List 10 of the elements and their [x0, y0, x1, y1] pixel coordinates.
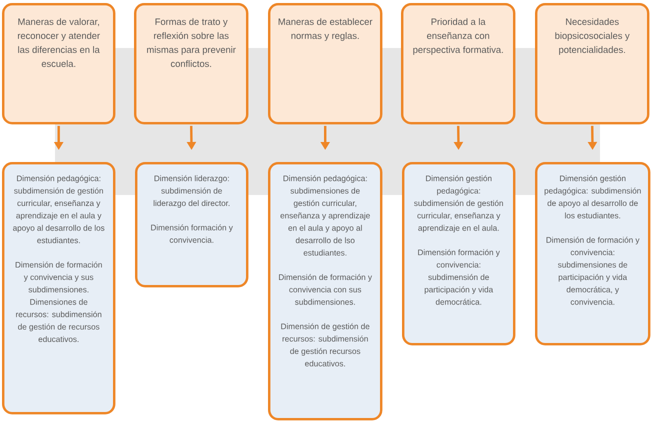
- dimension-box: Dimensión pedagógica: subdimensiones de gestión curricular, enseñanza y aprendizaje en el aula y apoyo al desarrollo de lso estudiantes. Dimensión de formación y convivencia con sus subdimensiones. Dimensión de gestión de recursos: subdimensión de gestión recursos educativos.: [268, 162, 382, 420]
- topic-box: Prioridad a la enseñanza con perspectiva formativa.: [401, 3, 516, 124]
- topic-box: Maneras de valorar, reconocer y atender las diferencias en la escuela.: [2, 3, 116, 124]
- topic-box: Formas de trato y reflexión sobre las mismas para prevenir conflictos.: [134, 3, 248, 124]
- dimension-box: Dimensión gestión pedagógica: subdimensión de gestión curricular, enseñanza y aprendizaje en el aula. Dimensión formación y convivencia: subdimensión de participación y vida democrática.: [402, 162, 516, 346]
- topic-box: Maneras de establecer normas y reglas.: [268, 3, 382, 124]
- dimension-box: Dimensión liderazgo: subdimensión de liderazgo del director. Dimensión formación y convivencia.: [135, 162, 248, 288]
- dimension-box: Dimensión pedagógica: subdimensión de gestión curricular, enseñanza y aprendizaje en el aula y apoyo al desarrollo de los estudiantes. Dimensión de formación y convivencia y sus subdimensiones. Dimensiones de recursos: subdimensión de gestión de recursos educativos.: [2, 162, 116, 414]
- topic-box: Necesidades biopsicosociales y potencialidades.: [535, 3, 650, 124]
- dimension-box: Dimensión gestión pedagógica: subdimensión de apoyo al desarrollo de los estudiantes. Dimensión de formación y convivencia: subdimensiones de participación y vida democrática, y convivencia.: [535, 162, 650, 346]
